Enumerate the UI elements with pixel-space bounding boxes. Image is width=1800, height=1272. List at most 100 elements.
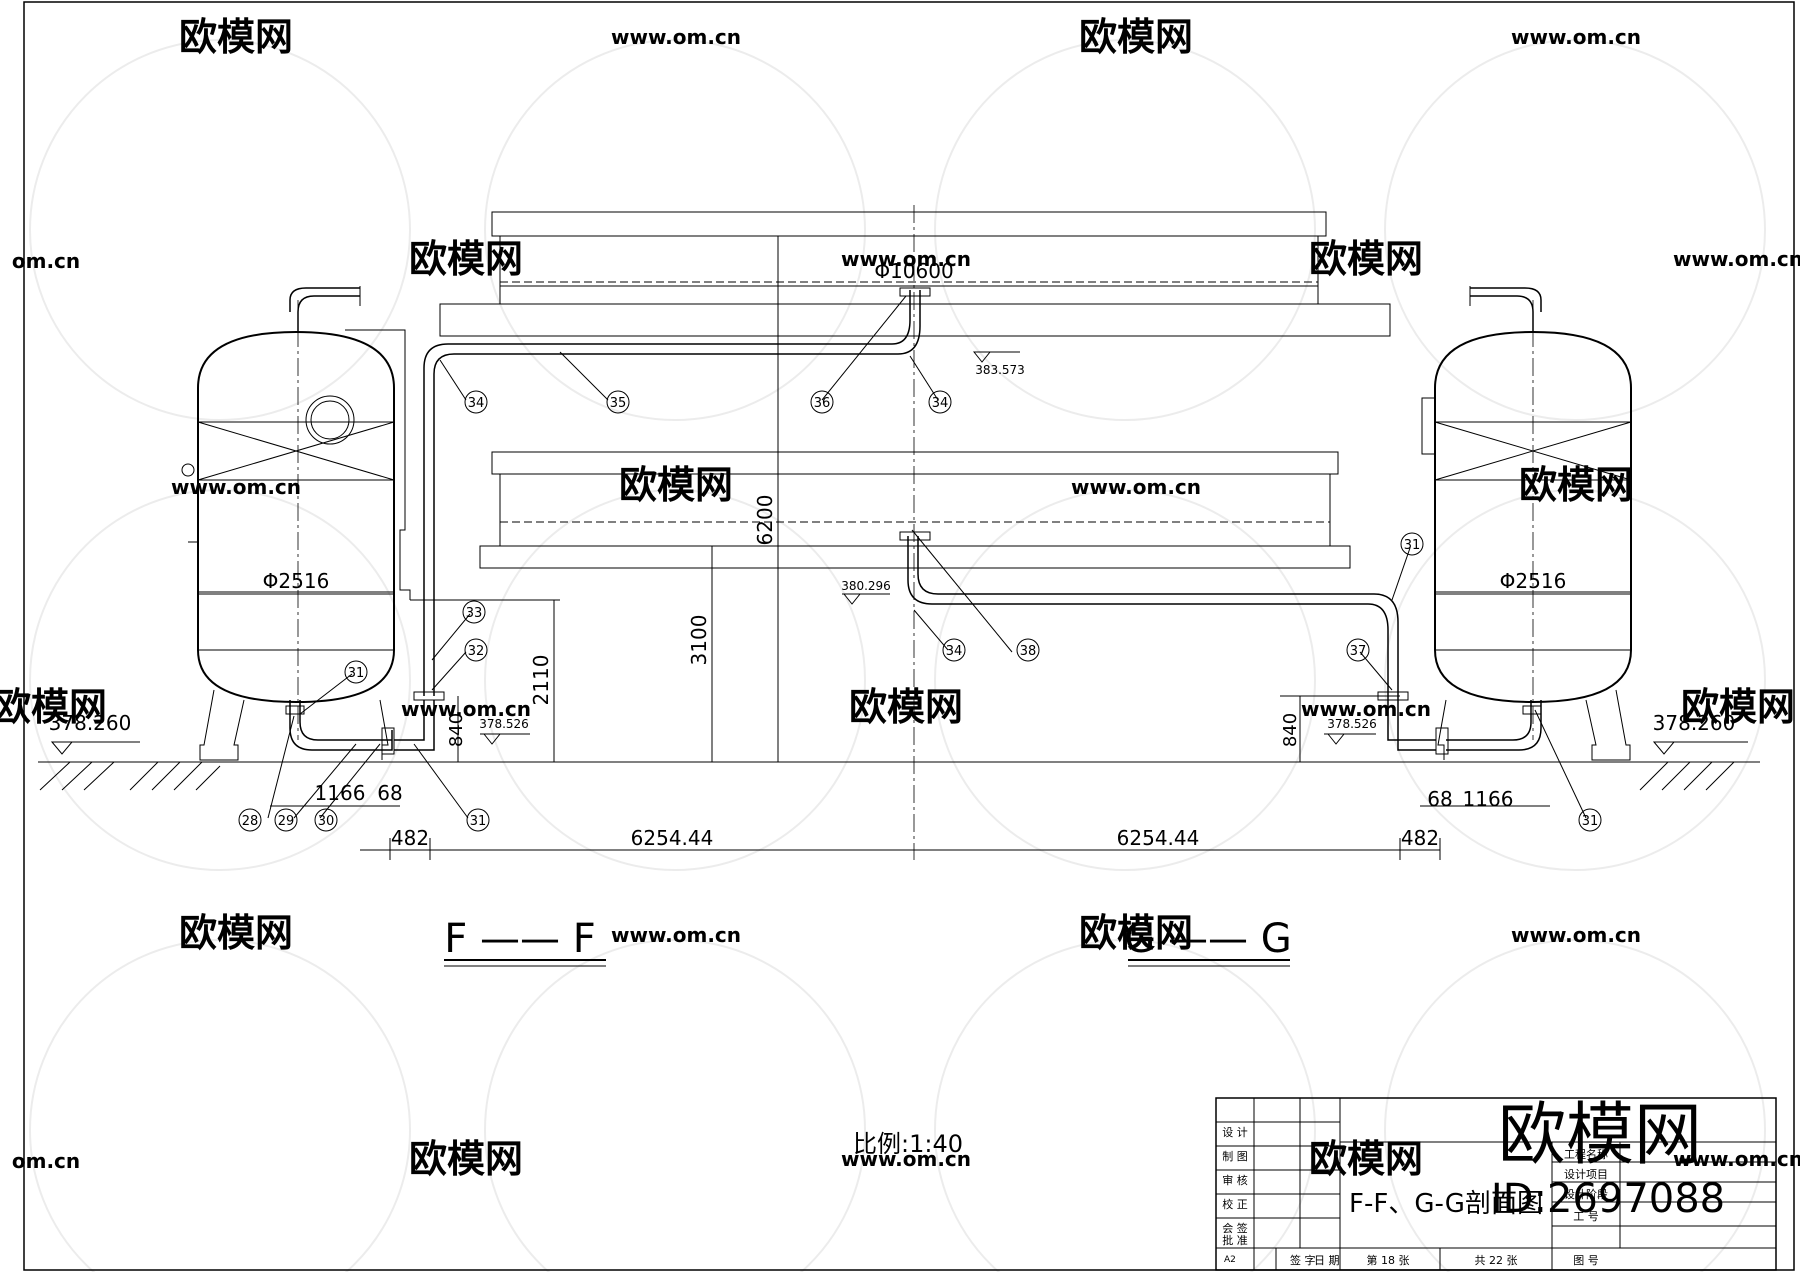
- elev-ground-right-label: 378.260: [1653, 711, 1736, 735]
- wm-url-8: www.om.cn: [1301, 697, 1431, 721]
- tb-role-3: 审 核: [1222, 1173, 1248, 1187]
- wm-name-13: 欧模网: [1309, 1137, 1423, 1181]
- callout-31b-label: 31: [1404, 538, 1421, 553]
- brand-name: 欧模网: [1498, 1096, 1702, 1175]
- scale-label: 比例:1:40: [853, 1130, 963, 1158]
- callout-34c: 34: [942, 638, 966, 662]
- callout-31a-label: 31: [348, 666, 365, 681]
- callout-38-label: 38: [1020, 644, 1037, 659]
- callout-35-label: 35: [610, 396, 627, 411]
- wm-name-5: 欧模网: [619, 463, 733, 507]
- elev-left-low: 378.526: [479, 717, 530, 745]
- tb-role-5: 会 签: [1222, 1221, 1248, 1235]
- wm-url-4: www.om.cn: [1673, 247, 1800, 271]
- dim-right-offset: 482: [1401, 826, 1439, 850]
- wm-name-7: 欧模网: [0, 685, 107, 729]
- tb-role-4: 校 正: [1222, 1197, 1248, 1211]
- bottom-right-pipe: [1377, 691, 1542, 755]
- callout-34a-label: 34: [468, 396, 485, 411]
- wm-name-11: 欧模网: [1079, 911, 1193, 955]
- callout-leaders: [267, 295, 1587, 819]
- dim-height-left-riser: 2110: [529, 655, 553, 706]
- tb-right-label-1: 工程名称: [1564, 1147, 1608, 1161]
- bottom-left-pipe: [285, 691, 445, 755]
- watermark-circles: [29, 39, 1766, 1272]
- wm-name-8: 欧模网: [849, 685, 963, 729]
- ground-line: [38, 761, 1760, 791]
- callout-34c-label: 34: [946, 644, 963, 659]
- upper-tank: [439, 211, 1391, 337]
- elev-upper-pipe: 383.573: [972, 351, 1025, 377]
- dim-left-horizontal: 6254.44: [631, 826, 714, 850]
- callout-28-label: 28: [242, 814, 259, 829]
- wm-url-7: www.om.cn: [401, 697, 531, 721]
- dim-height-total: 6200: [753, 495, 777, 546]
- callout-31b: 31: [1400, 532, 1424, 556]
- callout-35: 35: [606, 390, 630, 414]
- callout-34a: 34: [464, 390, 488, 414]
- wm-short-2: om.cn: [12, 1149, 80, 1173]
- wm-name-10: 欧模网: [179, 911, 293, 955]
- wm-url-9: www.om.cn: [611, 923, 741, 947]
- elev-ground-left-label: 378.260: [49, 711, 132, 735]
- wm-url-6: www.om.cn: [1071, 475, 1201, 499]
- callout-36-label: 36: [814, 396, 831, 411]
- dim-right-vessel-diameter: Φ2516: [1500, 569, 1567, 593]
- dim-right-horizontal: 6254.44: [1117, 826, 1200, 850]
- brand-id: ID:2697088: [1491, 1176, 1725, 1222]
- view-title-left: F —— F: [444, 916, 595, 962]
- callout-37-label: 37: [1350, 644, 1367, 659]
- tb-right-label-3: 设计阶段: [1564, 1187, 1608, 1201]
- callout-31c-label: 31: [1582, 814, 1599, 829]
- upper-pipe: [423, 287, 931, 696]
- dim-top-diameter: Φ10600: [874, 259, 953, 283]
- tb-footer-date: 日 期: [1314, 1254, 1340, 1267]
- dim-left-offset: 482: [391, 826, 429, 850]
- callout-32: 32: [464, 638, 488, 662]
- callout-29: 29: [274, 808, 298, 832]
- tb-right-label-5: 图 号: [1573, 1254, 1599, 1267]
- callout-36: 36: [810, 390, 834, 414]
- dim-left-vessel-diameter: Φ2516: [263, 569, 330, 593]
- dim-height-left-small: 840: [446, 713, 467, 747]
- callout-33-label: 33: [466, 606, 483, 621]
- wm-name-9: 欧模网: [1681, 685, 1795, 729]
- callout-31a: 31: [344, 660, 368, 684]
- left-vessel: [181, 286, 411, 761]
- callout-31d-label: 31: [470, 814, 487, 829]
- middle-tank: [479, 451, 1351, 569]
- wm-url-10: www.om.cn: [1511, 923, 1641, 947]
- dim-left-pipe-1: 1166: [315, 781, 366, 805]
- tb-sheet-size: A2: [1224, 1255, 1236, 1265]
- wm-url-5: www.om.cn: [171, 475, 301, 499]
- wm-name-2: 欧模网: [1079, 15, 1193, 59]
- dimension-lines: [198, 236, 1631, 860]
- callout-30: 30: [314, 808, 338, 832]
- elev-middle-pipe-label: 380.296: [841, 579, 891, 593]
- dim-height-lower: 3100: [687, 615, 711, 666]
- wm-name-3: 欧模网: [409, 237, 523, 281]
- wm-url-1: www.om.cn: [611, 25, 741, 49]
- dim-right-pipe-2: 1166: [1463, 787, 1514, 811]
- tb-drawing-name: F-F、G-G剖面图: [1349, 1189, 1543, 1219]
- callout-33: 33: [462, 600, 486, 624]
- callout-29-label: 29: [278, 814, 295, 829]
- callout-28: 28: [238, 808, 262, 832]
- right-vessel: [1421, 286, 1632, 761]
- middle-pipe: [899, 531, 1399, 700]
- tb-role-6: 批 准: [1222, 1233, 1248, 1247]
- wm-url-3: www.om.cn: [841, 247, 971, 271]
- elev-right-low-label: 378.526: [1327, 717, 1377, 731]
- tb-sheet-total: 共 22 张: [1475, 1254, 1518, 1267]
- tb-right-label-2: 设计项目: [1564, 1168, 1608, 1181]
- elev-ground-right: 378.260: [1653, 711, 1748, 755]
- callout-38: 38: [1016, 638, 1040, 662]
- callout-31d: 31: [466, 808, 490, 832]
- callout-30-label: 30: [318, 814, 335, 829]
- elev-right-low: 378.526: [1324, 717, 1377, 745]
- callout-34b-label: 34: [932, 396, 949, 411]
- tb-sheet-no: 第 18 张: [1367, 1253, 1410, 1267]
- tb-role-1: 设 计: [1222, 1126, 1248, 1139]
- callout-34b: 34: [928, 390, 952, 414]
